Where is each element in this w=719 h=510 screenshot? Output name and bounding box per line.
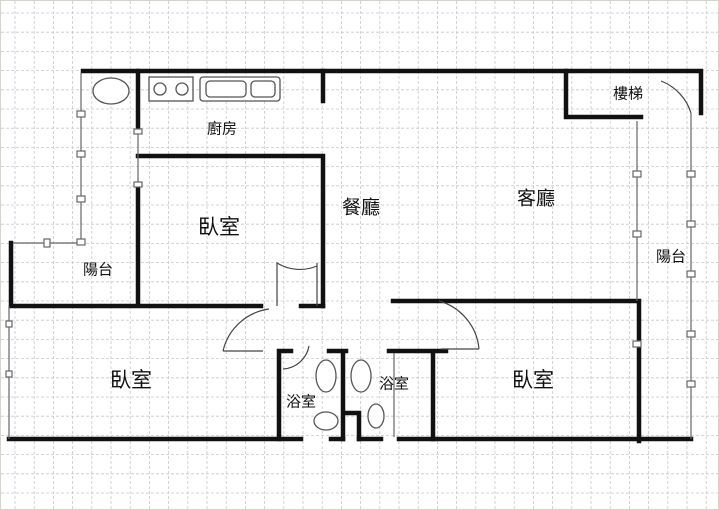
washbasin-icon bbox=[315, 359, 337, 393]
toilet-icon bbox=[367, 403, 385, 429]
sink-icon bbox=[92, 77, 130, 105]
washbasin-icon bbox=[350, 359, 372, 393]
room-label-living: 客廳 bbox=[516, 187, 556, 210]
walls bbox=[6, 68, 704, 444]
room-label-kitchen: 廚房 bbox=[206, 119, 238, 138]
doors bbox=[222, 80, 692, 370]
fixtures bbox=[92, 76, 385, 431]
room-label-dining: 餐廳 bbox=[341, 196, 381, 219]
room-label-bedroom-top: 臥室 bbox=[198, 215, 240, 239]
room-label-bath-right: 浴室 bbox=[378, 374, 410, 393]
room-label-balcony-right: 陽台 bbox=[655, 247, 687, 266]
windows bbox=[5, 73, 696, 439]
room-label-bedroom-right: 臥室 bbox=[512, 368, 554, 392]
room-label-bedroom-left: 臥室 bbox=[110, 368, 152, 392]
toilet-icon bbox=[313, 411, 339, 431]
room-label-stairs: 樓梯 bbox=[612, 84, 644, 103]
room-label-bath-left: 浴室 bbox=[285, 392, 317, 411]
room-label-balcony-left: 陽台 bbox=[82, 260, 114, 279]
